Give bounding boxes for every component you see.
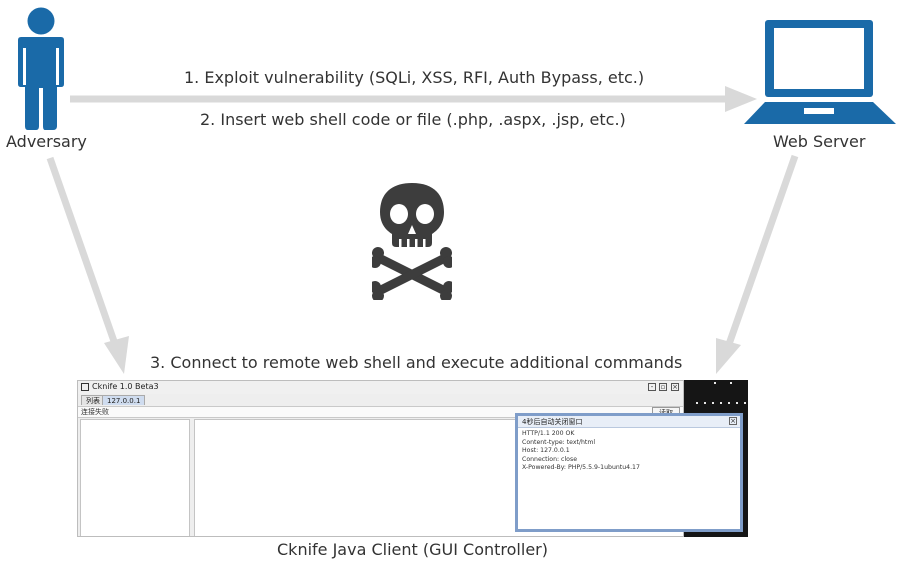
arrow-server-to-client-line [724, 154, 799, 349]
popup-title: 4秒后自动关闭窗口 [522, 418, 583, 426]
skull-crossbones-icon [372, 183, 452, 300]
popup-line: Content-type: text/html [522, 438, 596, 446]
cknife-tabs: 列表 127.0.0.1 [78, 394, 683, 405]
popup-line: Host: 127.0.0.1 [522, 447, 570, 455]
tab-localhost[interactable]: 127.0.0.1 [102, 395, 146, 405]
popup-response-text: HTTP/1.1 200 OK Content-type: text/html … [522, 430, 640, 473]
arrow-server-to-client-head [716, 338, 741, 374]
cknife-titlebar: Cknife 1.0 Beta3 - ▫ × [78, 381, 683, 394]
close-button[interactable]: × [671, 383, 679, 391]
laptop-icon [744, 20, 896, 124]
popup-close-icon[interactable]: × [729, 417, 737, 425]
arrow-adversary-to-server [70, 86, 757, 112]
arrow-adversary-to-client-line [46, 156, 120, 349]
cknife-title: Cknife 1.0 Beta3 [92, 382, 159, 391]
arrow-adversary-to-client-head [104, 336, 129, 374]
step-3-label: 3. Connect to remote web shell and execu… [150, 353, 683, 372]
cknife-address-text: 连接失败 [81, 408, 109, 416]
step-2-label: 2. Insert web shell code or file (.php, … [200, 110, 626, 129]
web-server-label: Web Server [773, 132, 866, 151]
popup-titlebar: 4秒后自动关闭窗口 × [518, 416, 740, 428]
adversary-label: Adversary [6, 132, 87, 151]
person-icon [18, 7, 64, 130]
response-popup: 4秒后自动关闭窗口 × HTTP/1.1 200 OK Content-type… [515, 413, 743, 532]
minimize-button[interactable]: - [648, 383, 656, 391]
cknife-app-icon [81, 383, 89, 391]
popup-line: X-Powered-By: PHP/5.5.9-1ubuntu4.17 [522, 464, 640, 472]
step-1-label: 1. Exploit vulnerability (SQLi, XSS, RFI… [184, 68, 645, 87]
maximize-button[interactable]: ▫ [659, 383, 667, 391]
cknife-file-tree-pane[interactable] [80, 419, 190, 536]
popup-line: Connection: close [522, 455, 577, 463]
popup-line: HTTP/1.1 200 OK [522, 430, 575, 437]
caption: Cknife Java Client (GUI Controller) [277, 540, 548, 559]
